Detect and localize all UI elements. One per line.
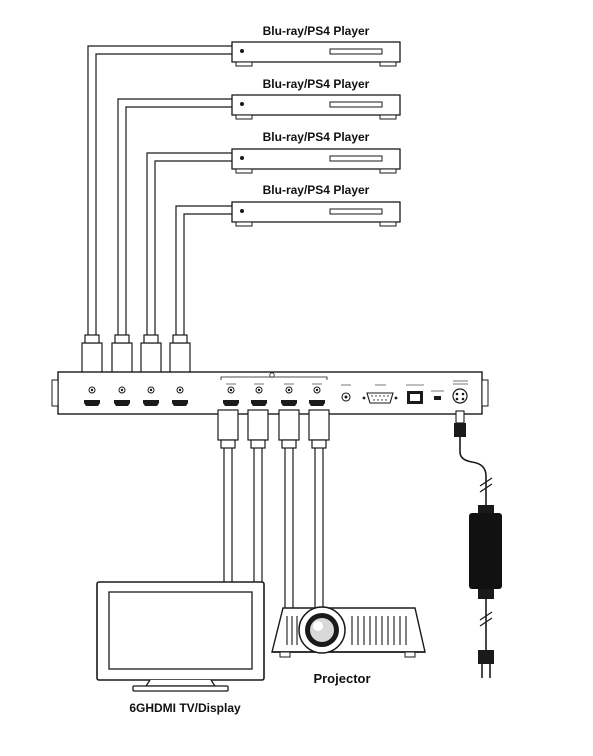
matrix-switcher: [51, 371, 489, 415]
hdmi-output-port: [309, 400, 325, 406]
tv-label: 6GHDMI TV/Display: [129, 701, 241, 715]
input-cables: [87, 45, 232, 335]
source-3-label: Blu-ray/PS4 Player: [263, 130, 370, 144]
source-2-label: Blu-ray/PS4 Player: [263, 77, 370, 91]
hdmi-connector-icon: [169, 334, 191, 374]
hdmi-input-port: [143, 400, 159, 406]
source-player-2: [231, 94, 401, 120]
projector: [271, 606, 426, 658]
hdmi-connector-icon: [140, 334, 162, 374]
power-adapter-icon: [469, 513, 502, 589]
hdmi-connector-icon: [247, 409, 269, 449]
rj45-port-icon: [407, 391, 423, 404]
source-player-1: [231, 41, 401, 67]
hdmi-connector-icon: [111, 334, 133, 374]
hdmi-output-port: [223, 400, 239, 406]
source-player-4: [231, 201, 401, 227]
power-supply: [454, 410, 502, 678]
ac-plug-icon: [478, 650, 494, 678]
hdmi-connector-icon: [278, 409, 300, 449]
hdmi-input-port: [84, 400, 100, 406]
hdmi-output-port: [281, 400, 297, 406]
rs232-port-icon: [362, 392, 398, 404]
hdmi-input-port: [114, 400, 130, 406]
source-player-3: [231, 148, 401, 174]
hdmi-connector-icon: [81, 334, 103, 374]
source-4-label: Blu-ray/PS4 Player: [263, 183, 370, 197]
tv-display: [96, 581, 265, 692]
dc-power-jack-icon: [452, 388, 468, 404]
projector-label: Projector: [313, 671, 370, 686]
hdmi-output-port: [251, 400, 267, 406]
output-cables: [223, 448, 324, 608]
hdmi-connector-icon: [217, 409, 239, 449]
source-1-label: Blu-ray/PS4 Player: [263, 24, 370, 38]
hdmi-input-port: [172, 400, 188, 406]
usb-port-icon: [434, 396, 441, 400]
hdmi-connector-icon: [308, 409, 330, 449]
